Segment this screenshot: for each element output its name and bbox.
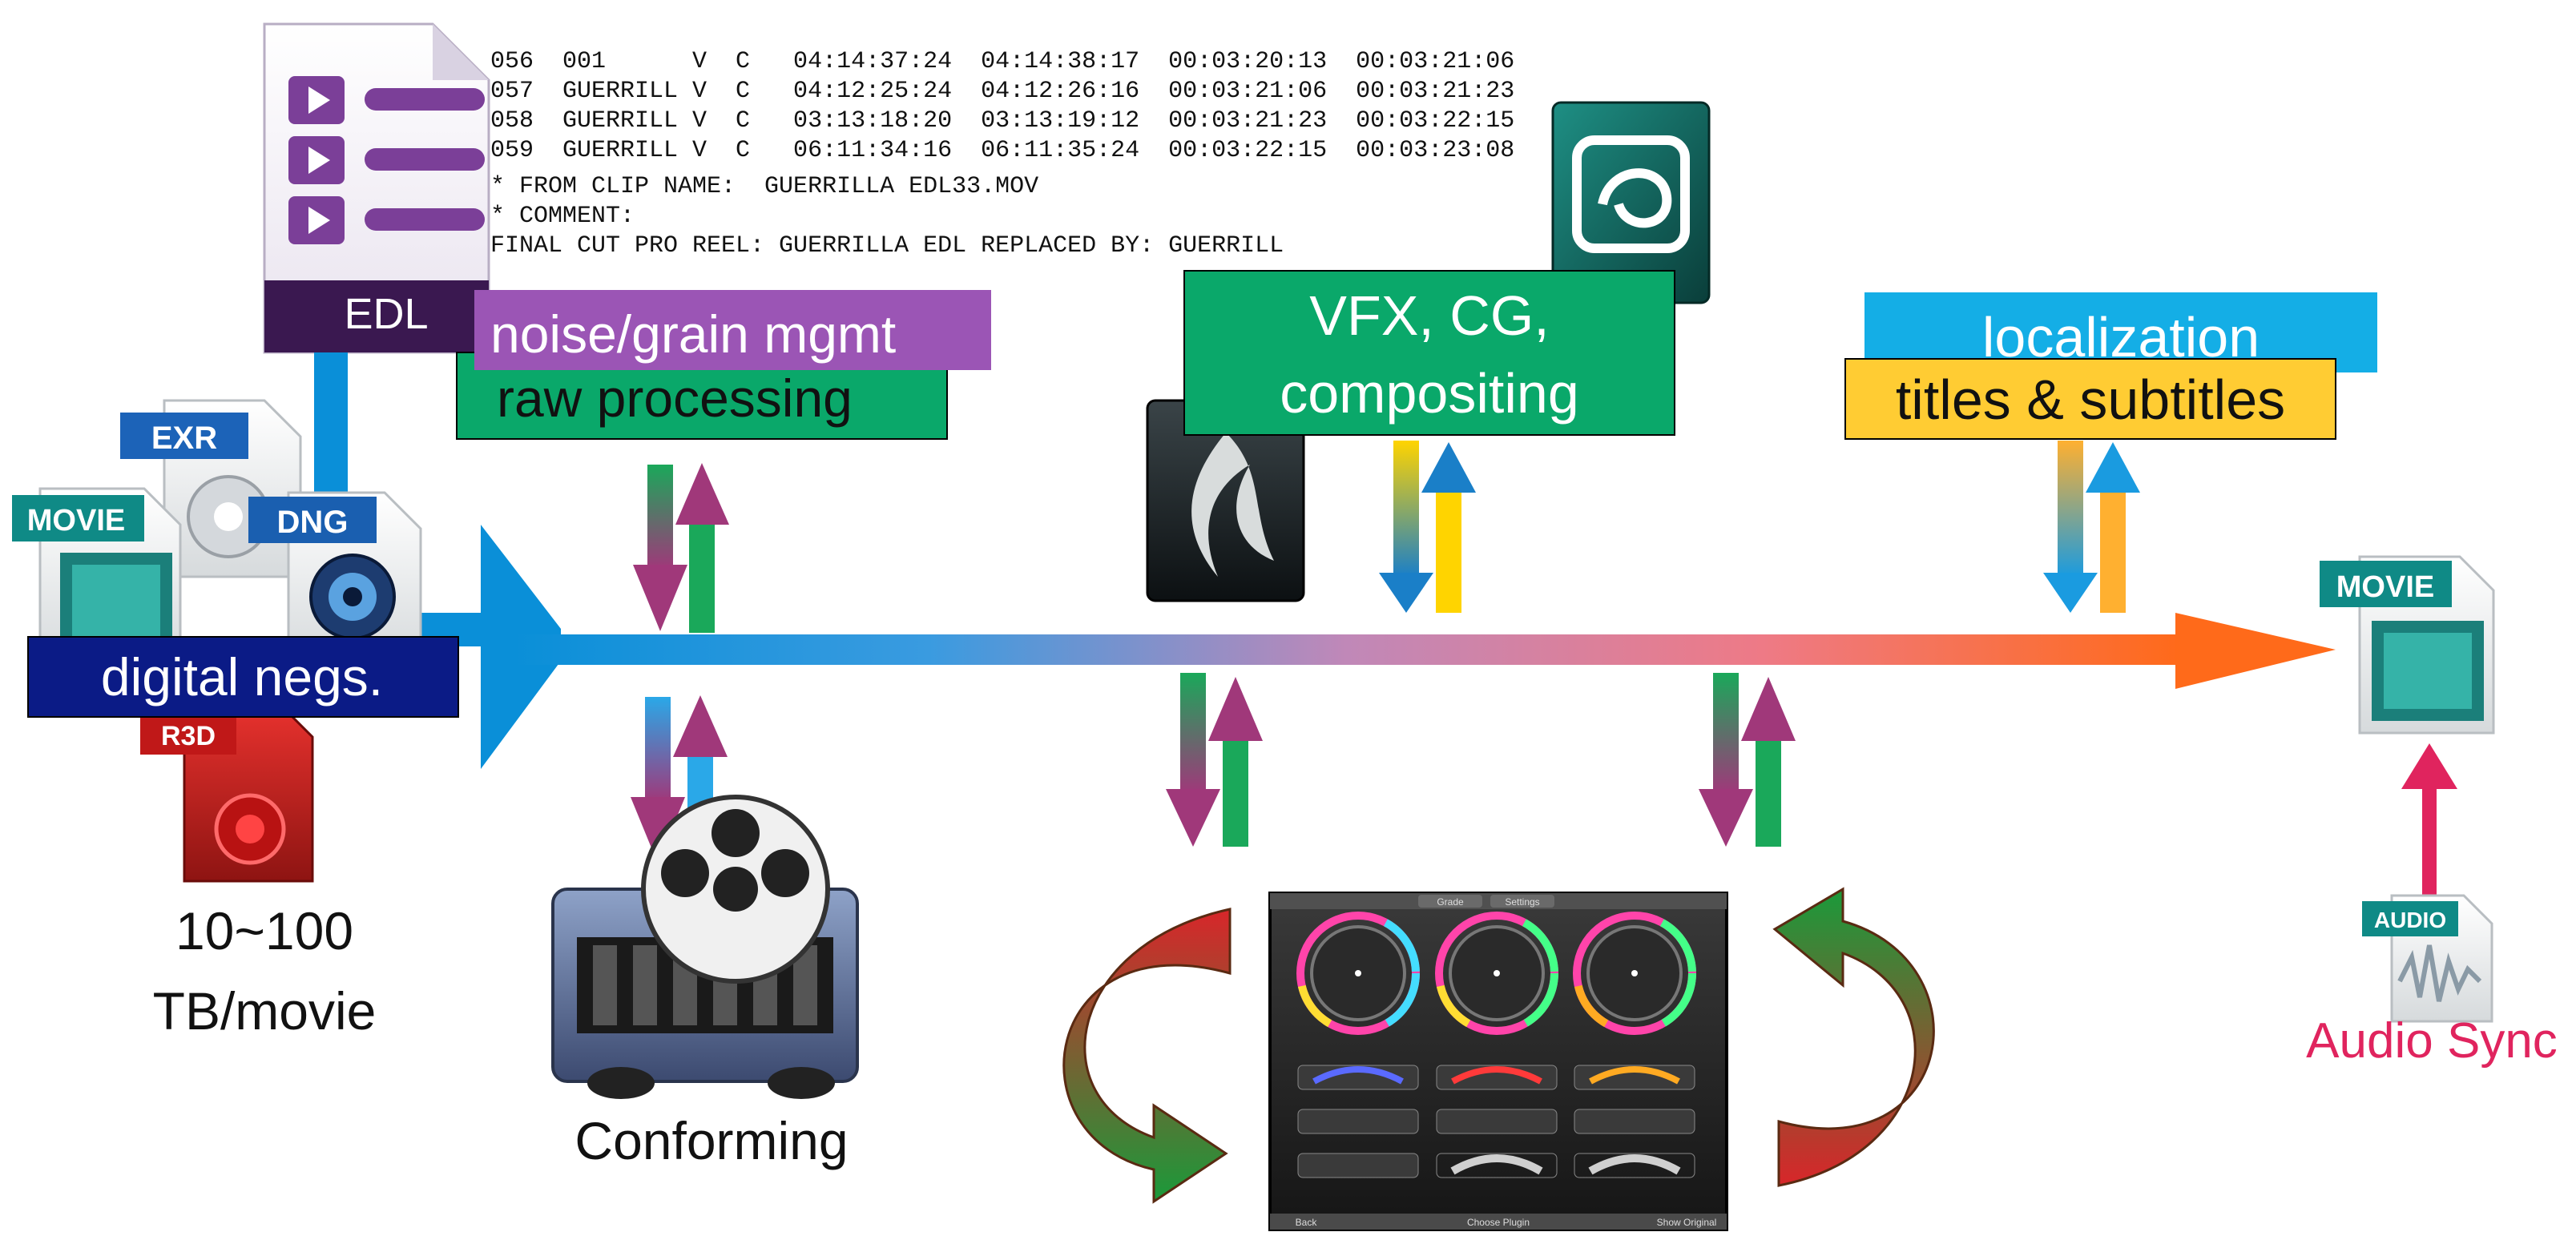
conforming-label: Conforming bbox=[574, 1111, 848, 1170]
iteration-arrow-right bbox=[1772, 887, 1935, 1187]
color-grading-panel: Grade Settings bbox=[1268, 892, 1728, 1231]
noise-grain-box: noise/grain mgmt bbox=[474, 290, 991, 370]
storage-size-line1: 10~100 bbox=[175, 901, 353, 960]
edl-row: 056 001 V C 04:14:37:24 04:14:38:17 00:0… bbox=[490, 48, 1514, 75]
vfx-exchange-arrows bbox=[1379, 441, 1476, 613]
vfx-line2: compositing bbox=[1280, 362, 1579, 425]
titles-subtitles-label: titles & subtitles bbox=[1896, 368, 2285, 431]
dng-label: DNG bbox=[277, 505, 349, 540]
output-movie-file-icon: MOVIE bbox=[2320, 555, 2495, 735]
edl-document-icon: EDL bbox=[263, 22, 490, 354]
exr-label: EXR bbox=[151, 421, 217, 456]
audio-file-icon: AUDIO bbox=[2362, 894, 2493, 1023]
edl-note: * FROM CLIP NAME: GUERRILLA EDL33.MOV bbox=[490, 173, 1038, 200]
noise-grain-label: noise/grain mgmt bbox=[490, 304, 896, 364]
grading-exchange-arrows-right bbox=[1699, 673, 1796, 847]
panel-button-show-original: Show Original bbox=[1657, 1217, 1717, 1228]
r3d-file-icon: R3D bbox=[140, 703, 314, 883]
dng-file-icon: DNG bbox=[248, 491, 422, 666]
digital-negs-label: digital negs. bbox=[101, 647, 383, 707]
edl-icon-label: EDL bbox=[344, 290, 428, 338]
audio-sync-label: Audio Sync bbox=[2306, 1013, 2558, 1069]
iteration-arrow-left bbox=[1062, 908, 1232, 1204]
edl-listing: 056 001 V C 04:14:37:24 04:14:38:17 00:0… bbox=[490, 48, 1514, 260]
movie-file-icon: MOVIE bbox=[12, 487, 182, 666]
panel-sliders bbox=[1297, 1065, 1695, 1178]
vfx-cg-compositing-box: VFX, CG, compositing bbox=[1183, 270, 1675, 436]
raw-processing-label: raw processing bbox=[497, 368, 853, 428]
edl-row: 059 GUERRILL V C 06:11:34:16 06:11:35:24… bbox=[490, 137, 1514, 164]
raw-processing-exchange-arrows bbox=[633, 463, 729, 633]
titles-subtitles-box: titles & subtitles bbox=[1844, 358, 2336, 440]
storage-size-line2: TB/movie bbox=[153, 981, 377, 1041]
r3d-label: R3D bbox=[161, 721, 216, 751]
audio-sync-arrow bbox=[2401, 743, 2457, 896]
digital-negs-label-box: digital negs. bbox=[27, 636, 459, 718]
panel-button-choose-plugin: Choose Plugin bbox=[1467, 1217, 1530, 1228]
edl-note: * COMMENT: bbox=[490, 203, 635, 230]
edl-row: 058 GUERRILL V C 03:13:18:20 03:13:19:12… bbox=[490, 107, 1514, 135]
output-movie-label: MOVIE bbox=[2336, 570, 2434, 604]
edl-row: 057 GUERRILL V C 04:12:25:24 04:12:26:16… bbox=[490, 78, 1514, 105]
3ds-max-app-icon bbox=[1551, 101, 1711, 304]
audio-label: AUDIO bbox=[2374, 908, 2446, 932]
main-pipeline-arrow bbox=[481, 525, 2336, 769]
movie-label: MOVIE bbox=[27, 504, 125, 537]
localization-exchange-arrows bbox=[2043, 441, 2140, 613]
nuke-app-icon bbox=[1146, 399, 1305, 602]
vfx-line1: VFX, CG, bbox=[1309, 284, 1549, 347]
edl-note: FINAL CUT PRO REEL: GUERRILLA EDL REPLAC… bbox=[490, 232, 1284, 260]
panel-tab-settings: Settings bbox=[1505, 896, 1539, 908]
conforming-icon bbox=[551, 795, 859, 1099]
panel-button-back: Back bbox=[1296, 1217, 1318, 1228]
panel-tab-grade: Grade bbox=[1437, 896, 1464, 908]
color-wheels bbox=[1296, 912, 1696, 1035]
grading-exchange-arrows-left bbox=[1166, 673, 1263, 847]
